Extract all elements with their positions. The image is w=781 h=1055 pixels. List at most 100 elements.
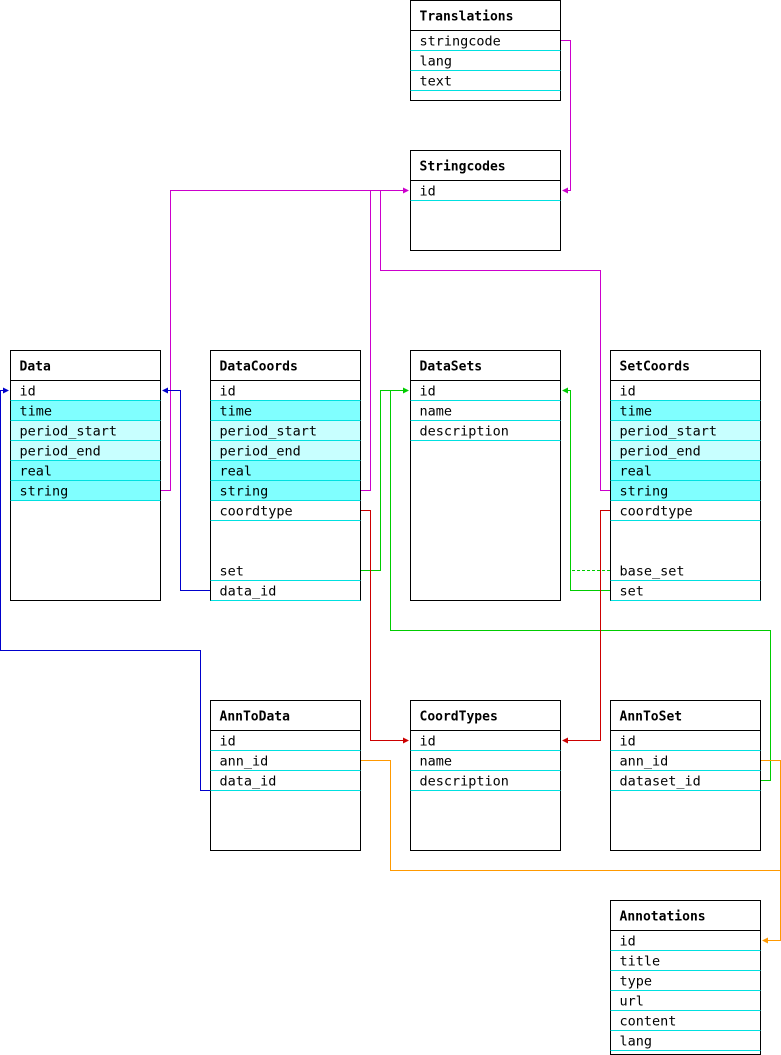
field-name: name: [420, 404, 453, 420]
field-highlight: [11, 401, 160, 421]
field-id: id: [620, 384, 636, 400]
data-left-arrowhead: [3, 387, 9, 394]
stringcodes-left-arrowhead: [403, 187, 409, 194]
field-id: id: [420, 184, 436, 200]
field-highlight: [211, 461, 360, 481]
field-data-id: data_id: [220, 774, 277, 790]
table-title: AnnToSet: [620, 710, 683, 725]
table-stringcodes: Stringcodes id: [410, 150, 561, 251]
field-real: real: [20, 464, 53, 480]
field-description: description: [420, 774, 509, 790]
coordtypes-right-arrowhead: [562, 737, 568, 744]
field-base-set: base_set: [620, 564, 685, 580]
field-period-start: period_start: [20, 424, 118, 440]
field-highlight: [211, 421, 360, 441]
table-title: SetCoords: [620, 360, 690, 375]
field-lang: lang: [420, 54, 453, 70]
table-title: Annotations: [620, 910, 706, 925]
field-time: time: [620, 404, 653, 420]
field-period-end: period_end: [220, 444, 301, 460]
field-ann-id: ann_id: [220, 754, 269, 770]
table-title: DataCoords: [220, 360, 298, 375]
field-time: time: [220, 404, 253, 420]
field-highlight: [211, 441, 360, 461]
field-type: type: [620, 974, 653, 990]
relation-anntoset-dataset_id-to-datasets-id: [390, 390, 771, 781]
field-url: url: [620, 994, 644, 1010]
relation-datacoords-coordtype-to-coordtypes-id: [361, 510, 408, 741]
table-annotations: Annotations id title type url content lang: [610, 900, 761, 1055]
field-period-end: period_end: [20, 444, 101, 460]
field-stringcode: stringcode: [420, 34, 501, 50]
field-highlight: [611, 461, 760, 481]
table-frame: [210, 700, 361, 851]
table-frame: [410, 350, 561, 601]
relation-setcoords-coordtype-to-coordtypes-id: [563, 510, 610, 741]
field-set: set: [220, 564, 244, 580]
field-ann-id: ann_id: [620, 754, 669, 770]
relation-data-string-to-stringcodes-id: [161, 190, 408, 491]
field-set: set: [620, 584, 644, 600]
field-highlight: [611, 441, 760, 461]
table-setcoords: SetCoords id time period_start period_endrea…: [610, 350, 761, 601]
datasets-left-arrowhead: [403, 387, 409, 394]
field-coordtype: coordtype: [220, 504, 293, 520]
table-anntodata: AnnToData id ann_id data_id: [210, 700, 361, 851]
field-period-start: period_start: [220, 424, 318, 440]
table-translations: Translations stringcode lang text: [410, 0, 561, 101]
field-id: id: [220, 734, 236, 750]
field-real: real: [620, 464, 653, 480]
data-right-arrowhead: [162, 387, 168, 394]
field-highlight: [611, 401, 760, 421]
table-title: Stringcodes: [420, 160, 506, 175]
table-data: Dataidtimeperiod_startperiod_endrealstri…: [10, 350, 161, 601]
field-highlight: [611, 421, 760, 441]
field-id: id: [420, 384, 436, 400]
table-title: Data: [20, 360, 51, 375]
field-data-id: data_id: [220, 584, 277, 600]
relation-setcoords-string-to-stringcodes-id: [380, 190, 610, 491]
field-content: content: [620, 1014, 677, 1030]
field-text: text: [420, 74, 453, 90]
field-highlight: [11, 441, 160, 461]
table-frame: [610, 700, 761, 851]
field-id: id: [20, 384, 36, 400]
field-coordtype: coordtype: [620, 504, 693, 520]
field-id: id: [420, 734, 436, 750]
field-description: description: [420, 424, 509, 440]
field-name: name: [420, 754, 453, 770]
field-id: id: [620, 934, 636, 950]
relation-anntodata-data_id-to-data-id: [0, 390, 210, 791]
table-frame: [410, 700, 561, 851]
table-datacoords: DataCoords id time period_start period_endre…: [210, 350, 361, 601]
table-datasets: DataSets id name description: [410, 350, 561, 601]
field-string: string: [620, 484, 669, 500]
relation-datacoords-set-to-datasets-id: [361, 390, 408, 571]
field-lang: lang: [620, 1034, 653, 1050]
field-highlight: [211, 401, 360, 421]
field-title: title: [620, 954, 661, 970]
coordtypes-left-arrowhead: [403, 737, 409, 744]
field-highlight: [211, 481, 360, 501]
field-highlight: [11, 461, 160, 481]
table-title: Translations: [420, 10, 514, 25]
table-title: DataSets: [420, 360, 483, 375]
field-string: string: [220, 484, 269, 500]
field-period-start: period_start: [620, 424, 718, 440]
table-coordtypes: CoordTypes id name description: [410, 700, 561, 851]
datasets-right-arrowhead: [562, 387, 568, 394]
field-highlight: [611, 481, 760, 501]
relation-datacoords-data_id-to-data-id: [163, 390, 210, 591]
relation-translations-stringcode-to-stringcodes-id: [561, 40, 571, 191]
field-period-end: period_end: [620, 444, 701, 460]
field-time: time: [20, 404, 53, 420]
field-real: real: [220, 464, 253, 480]
table-title: CoordTypes: [420, 710, 498, 725]
stringcodes-right-arrowhead: [562, 187, 568, 194]
field-id: id: [620, 734, 636, 750]
field-id: id: [220, 384, 236, 400]
relation-datacoords-string-to-stringcodes-id: [361, 190, 371, 491]
table-title: AnnToData: [220, 710, 291, 725]
